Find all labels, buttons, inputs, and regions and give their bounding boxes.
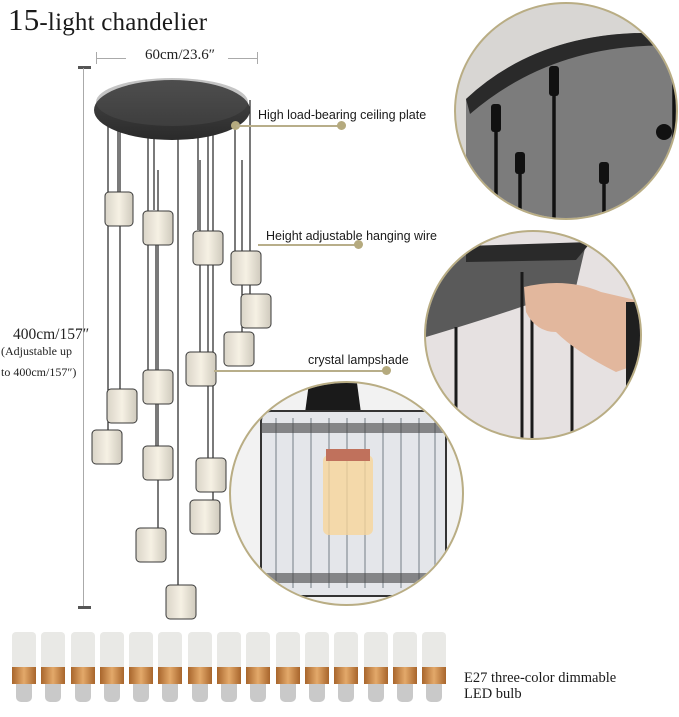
height-label: 400cm/157″ (13, 326, 90, 343)
bulbs-row (12, 632, 456, 704)
led-bulb (12, 632, 36, 704)
led-bulb (129, 632, 154, 704)
callout-ceiling-plate: High load-bearing ceiling plate (258, 108, 427, 122)
height-dimension-line (78, 66, 91, 611)
callout-hanging-wire: Height adjustable hanging wire (266, 229, 437, 243)
width-label: 60cm/23.6″ (145, 47, 215, 63)
callout-crystal-lampshade: crystal lampshade (308, 353, 409, 367)
chandelier-illustration (91, 78, 272, 620)
title-text: -light chandelier (39, 9, 208, 36)
product-title: 15-light chandelier (8, 2, 207, 38)
detail-hand-adjusting-wire (424, 230, 642, 440)
led-bulb (334, 632, 359, 704)
bulb-label-line-2: LED bulb (464, 686, 522, 702)
bulb-label: E27 three-color dimmable LED bulb (464, 670, 616, 702)
led-bulb (158, 632, 183, 704)
led-bulb (99, 632, 124, 704)
width-dimension: 60cm/23.6″ (96, 47, 258, 65)
led-bulb (363, 632, 388, 704)
light-count: 15 (8, 2, 40, 37)
led-bulb (187, 632, 212, 704)
led-bulb (246, 632, 271, 704)
height-note-1: (Adjustable up (1, 344, 72, 358)
callout-dot-plate (231, 121, 240, 130)
pendant-shades (91, 191, 272, 620)
height-note-2: to 400cm/157″) (1, 365, 77, 379)
led-bulb (275, 632, 300, 704)
detail-crystal-lampshade (229, 381, 464, 606)
led-bulb (422, 632, 447, 704)
led-bulb (217, 632, 242, 704)
bulb-label-line-1: E27 three-color dimmable (464, 670, 617, 686)
detail-ceiling-plate (454, 2, 678, 220)
led-bulb (392, 632, 417, 704)
led-bulb (70, 632, 95, 704)
led-bulb (304, 632, 329, 704)
led-bulb (41, 632, 66, 704)
